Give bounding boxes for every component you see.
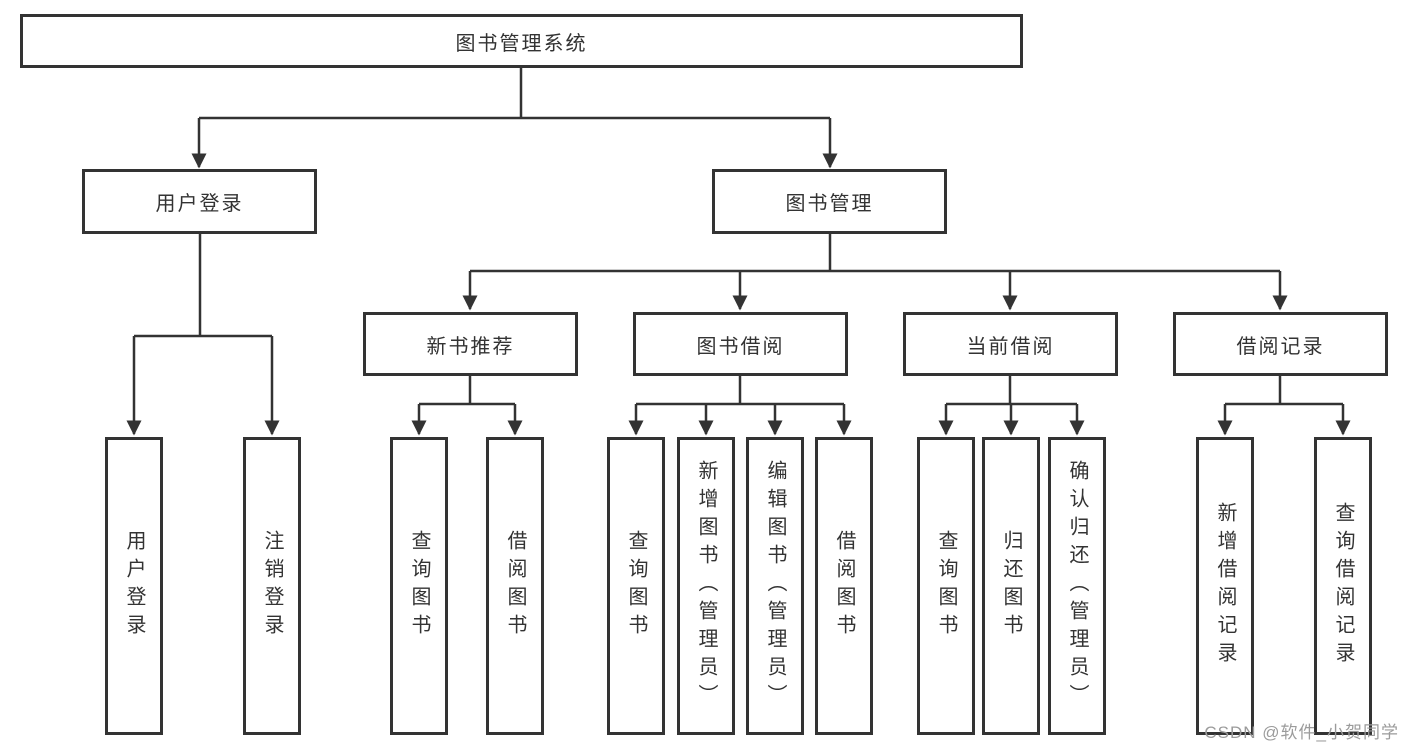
leaf-current-return-books: 归还图书	[982, 437, 1040, 735]
node-book-borrow-label: 图书借阅	[696, 335, 785, 358]
leaf-records-query-record: 查询借阅记录	[1314, 437, 1372, 735]
leaf-newbooks-query-books: 查询图书	[390, 437, 448, 735]
node-user-login: 用户登录	[82, 169, 317, 234]
node-book-management-label: 图书管理	[785, 193, 874, 215]
leaf-borrow-query-books: 查询图书	[607, 437, 665, 735]
node-book-borrow: 图书借阅	[633, 312, 848, 376]
leaf-newbooks-borrow-books: 借阅图书	[486, 437, 544, 735]
leaf-current-confirm-return-admin: 确认归还（管理员）	[1048, 437, 1106, 735]
node-new-book-recommend: 新书推荐	[363, 312, 578, 376]
leaf-logout-label: 注销登录	[261, 530, 283, 642]
leaf-current-return-books-label: 归还图书	[1000, 530, 1022, 642]
node-borrow-records-label: 借阅记录	[1236, 335, 1325, 358]
leaf-newbooks-query-books-label: 查询图书	[408, 530, 430, 642]
node-user-login-label: 用户登录	[155, 193, 244, 215]
leaf-newbooks-borrow-books-label: 借阅图书	[504, 530, 526, 642]
leaf-borrow-edit-books-admin-label: 编辑图书（管理员）	[764, 460, 786, 712]
leaf-borrow-add-books-admin: 新增图书（管理员）	[677, 437, 735, 735]
leaf-records-add-record: 新增借阅记录	[1196, 437, 1254, 735]
node-current-borrow: 当前借阅	[903, 312, 1118, 376]
leaf-records-add-record-label: 新增借阅记录	[1214, 502, 1236, 670]
leaf-current-query-books: 查询图书	[917, 437, 975, 735]
node-root-library-system: 图书管理系统	[20, 14, 1023, 68]
node-current-borrow-label: 当前借阅	[966, 335, 1055, 358]
leaf-current-confirm-return-admin-label: 确认归还（管理员）	[1066, 460, 1088, 712]
node-borrow-records: 借阅记录	[1173, 312, 1388, 376]
leaf-user-login: 用户登录	[105, 437, 163, 735]
leaf-borrow-edit-books-admin: 编辑图书（管理员）	[746, 437, 804, 735]
leaf-current-query-books-label: 查询图书	[935, 530, 957, 642]
node-new-book-recommend-label: 新书推荐	[426, 335, 515, 358]
leaf-borrow-borrow-books-label: 借阅图书	[833, 530, 855, 642]
node-book-management: 图书管理	[712, 169, 947, 234]
leaf-borrow-add-books-admin-label: 新增图书（管理员）	[695, 460, 717, 712]
node-root-label: 图书管理系统	[455, 32, 588, 55]
csdn-watermark: CSDN @软件_小贺同学	[1204, 723, 1399, 742]
leaf-borrow-borrow-books: 借阅图书	[815, 437, 873, 735]
leaf-user-login-label: 用户登录	[123, 530, 145, 642]
leaf-borrow-query-books-label: 查询图书	[625, 530, 647, 642]
leaf-records-query-record-label: 查询借阅记录	[1332, 502, 1354, 670]
leaf-logout: 注销登录	[243, 437, 301, 735]
